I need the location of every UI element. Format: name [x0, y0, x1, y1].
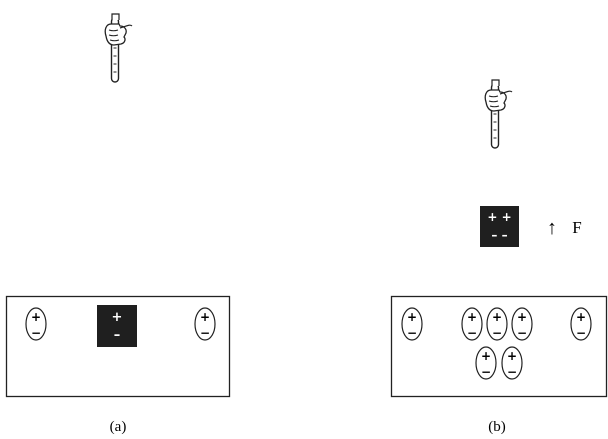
force-indicator: ↑ F [547, 217, 582, 239]
plate-b [390, 295, 608, 398]
charge-ellipse: + − [475, 346, 497, 380]
caption-b: (b) [488, 419, 506, 435]
panel-b: + + – – ↑ F + − + − + − + − [390, 79, 608, 435]
svg-text:+: + [492, 310, 502, 324]
charge-ellipse: + − [461, 307, 483, 341]
charge-ellipse: + − [401, 307, 423, 341]
svg-text:+: + [407, 310, 417, 324]
charged-block-b: + + – – [480, 206, 519, 247]
svg-text:−: − [576, 326, 586, 340]
charged-block-a: + – [97, 305, 137, 347]
svg-text:+: + [31, 310, 41, 324]
charge-ellipse: + − [194, 307, 216, 341]
charge-ellipse: + − [570, 307, 592, 341]
charge-ellipse: + − [511, 307, 533, 341]
force-label: F [572, 218, 581, 237]
svg-text:+: + [112, 310, 123, 325]
svg-text:−: − [492, 326, 502, 340]
force-arrow: ↑ [547, 217, 557, 239]
svg-text:−: − [200, 326, 210, 340]
svg-text:−: − [31, 326, 41, 340]
svg-text:+: + [507, 349, 517, 363]
svg-text:−: − [517, 326, 527, 340]
panel-a: + − + − + – (a) [5, 13, 231, 435]
svg-text:–: – [114, 328, 121, 343]
svg-text:−: − [467, 326, 477, 340]
charge-ellipse: + − [486, 307, 508, 341]
charge-ellipse: + − [25, 307, 47, 341]
svg-text:– –: – – [491, 228, 507, 242]
caption-a: (a) [110, 419, 127, 435]
svg-text:+ +: + + [487, 210, 511, 224]
svg-text:+: + [467, 310, 477, 324]
hand-holding-rod-b [484, 79, 513, 149]
hand-holding-rod-a [104, 13, 133, 83]
charge-ellipse: + − [501, 346, 523, 380]
svg-text:+: + [517, 310, 527, 324]
svg-text:+: + [481, 349, 491, 363]
svg-text:+: + [576, 310, 586, 324]
svg-text:+: + [200, 310, 210, 324]
plate-a [5, 295, 231, 398]
svg-text:−: − [407, 326, 417, 340]
svg-text:−: − [481, 365, 491, 379]
svg-text:−: − [507, 365, 517, 379]
